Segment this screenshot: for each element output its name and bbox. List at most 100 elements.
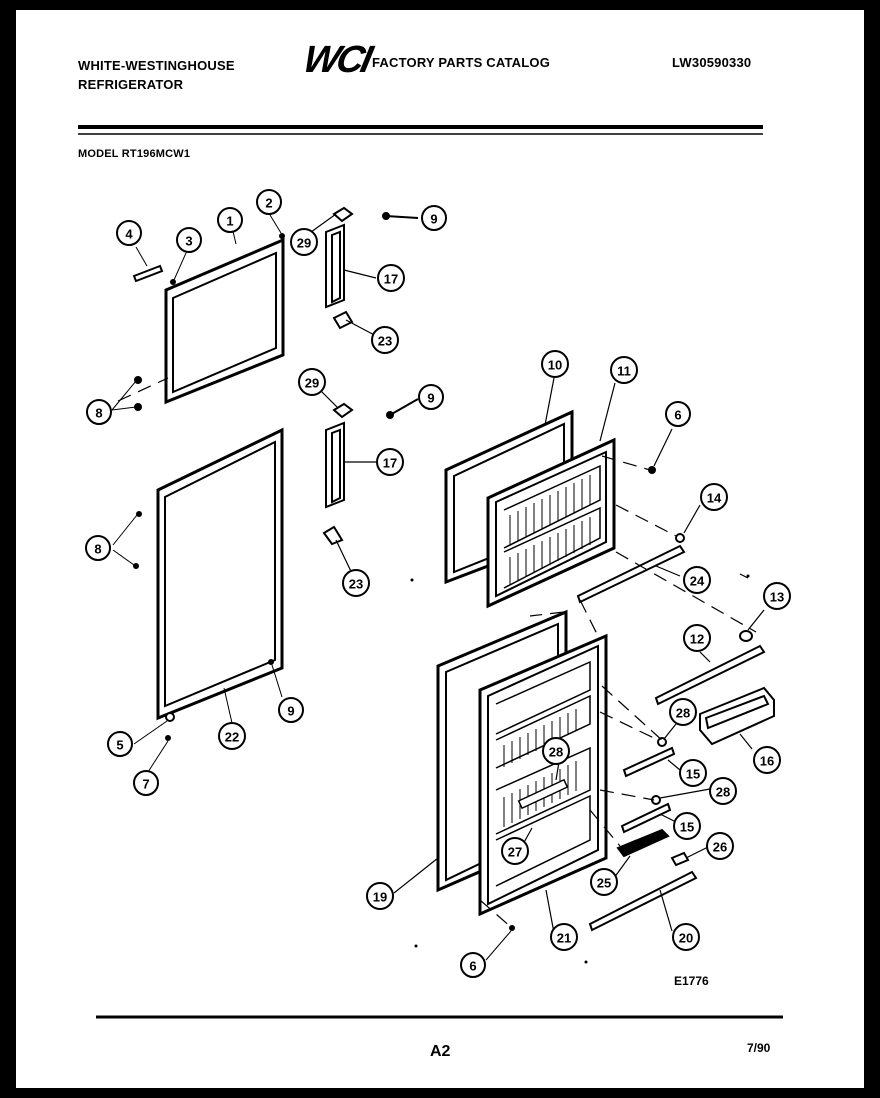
svg-text:8: 8 bbox=[95, 406, 102, 421]
callout-3: 3 bbox=[176, 227, 202, 253]
svg-text:3: 3 bbox=[185, 234, 192, 249]
hinge-strip-upper bbox=[325, 206, 354, 330]
callout-15-upper: 15 bbox=[679, 759, 707, 787]
catalog-title: FACTORY PARTS CATALOG bbox=[372, 55, 551, 70]
svg-text:11: 11 bbox=[617, 364, 631, 379]
model-number: MODEL RT196MCW1 bbox=[78, 148, 191, 160]
callout-29-upper: 29 bbox=[290, 228, 318, 256]
callout-16: 16 bbox=[753, 746, 781, 774]
callout-5: 5 bbox=[107, 731, 133, 757]
callout-7: 7 bbox=[133, 770, 159, 796]
svg-text:10: 10 bbox=[548, 358, 562, 373]
shelf-rails-15 bbox=[620, 737, 676, 834]
fresh-food-door-liner-21 bbox=[478, 633, 608, 917]
drawing-id: E1776 bbox=[674, 974, 709, 988]
svg-text:9: 9 bbox=[427, 391, 434, 406]
callout-10: 10 bbox=[541, 350, 569, 378]
freezer-shelf-24 bbox=[576, 466, 686, 604]
screws-9 bbox=[382, 212, 419, 419]
svg-text:28: 28 bbox=[716, 785, 730, 800]
svg-text:12: 12 bbox=[690, 632, 704, 647]
part-4-handle-cap bbox=[132, 264, 164, 283]
callout-17-upper: 17 bbox=[377, 264, 405, 292]
svg-text:19: 19 bbox=[373, 890, 387, 905]
brand-line-2: REFRIGERATOR bbox=[78, 77, 184, 92]
handle-16 bbox=[699, 686, 775, 746]
svg-text:4: 4 bbox=[125, 227, 133, 242]
callout-17-lower: 17 bbox=[376, 448, 404, 476]
callout-1: 1 bbox=[217, 207, 243, 233]
callout-11: 11 bbox=[610, 356, 638, 384]
svg-text:20: 20 bbox=[679, 931, 693, 946]
callout-23-upper: 23 bbox=[371, 326, 399, 354]
svg-text:26: 26 bbox=[713, 840, 727, 855]
svg-text:17: 17 bbox=[383, 456, 397, 471]
svg-text:17: 17 bbox=[384, 272, 398, 287]
svg-text:27: 27 bbox=[508, 845, 522, 860]
svg-text:9: 9 bbox=[430, 212, 437, 227]
hinge-strip-lower bbox=[322, 402, 354, 546]
svg-text:28: 28 bbox=[676, 706, 690, 721]
svg-text:7: 7 bbox=[142, 777, 149, 792]
catalog-number: LW30590330 bbox=[672, 55, 752, 70]
callout-20: 20 bbox=[672, 923, 700, 951]
screws-8-upper bbox=[111, 376, 142, 411]
bar-20 bbox=[588, 870, 698, 932]
callout-22: 22 bbox=[218, 722, 246, 750]
callout-23-lower: 23 bbox=[342, 569, 370, 597]
svg-text:14: 14 bbox=[707, 491, 722, 506]
callout-29-lower: 29 bbox=[298, 368, 326, 396]
svg-text:25: 25 bbox=[597, 876, 611, 891]
callout-8-upper: 8 bbox=[86, 399, 112, 425]
svg-text:13: 13 bbox=[770, 590, 784, 605]
callout-14: 14 bbox=[700, 483, 728, 511]
clip-26 bbox=[670, 851, 690, 867]
callout-8-lower: 8 bbox=[85, 535, 111, 561]
callout-6-upper: 6 bbox=[665, 401, 691, 427]
freezer-gasket-frame bbox=[164, 237, 285, 405]
svg-text:22: 22 bbox=[225, 730, 239, 745]
callout-9-gasket: 9 bbox=[278, 697, 304, 723]
svg-text:8: 8 bbox=[94, 542, 101, 557]
revision-date: 7/90 bbox=[747, 1041, 771, 1055]
callout-9-upper: 9 bbox=[421, 205, 447, 231]
svg-text:15: 15 bbox=[680, 820, 694, 835]
svg-text:6: 6 bbox=[469, 959, 476, 974]
callout-9-lower: 9 bbox=[418, 384, 444, 410]
callout-12: 12 bbox=[683, 624, 711, 652]
callout-4: 4 bbox=[116, 220, 142, 246]
brand-line-1: WHITE-WESTINGHOUSE bbox=[78, 58, 235, 73]
callout-15-lower: 15 bbox=[673, 812, 701, 840]
bin-25 bbox=[616, 828, 670, 858]
scan-specks bbox=[12, 188, 750, 964]
callout-24: 24 bbox=[683, 566, 711, 594]
callout-28-top: 28 bbox=[669, 698, 697, 726]
page-number: A2 bbox=[430, 1043, 451, 1060]
header-rule bbox=[78, 125, 763, 135]
door-bar-12 bbox=[654, 630, 766, 706]
assembly-guide-lines bbox=[117, 377, 757, 929]
screws-8-lower-gasket bbox=[112, 511, 283, 773]
screw-6-bottom bbox=[485, 925, 515, 961]
callout-25: 25 bbox=[590, 868, 618, 896]
svg-text:15: 15 bbox=[686, 767, 700, 782]
callout-28-right: 28 bbox=[709, 777, 737, 805]
svg-text:24: 24 bbox=[690, 574, 705, 589]
svg-text:16: 16 bbox=[760, 754, 774, 769]
freezer-door-liner-11 bbox=[486, 437, 616, 609]
svg-text:23: 23 bbox=[349, 577, 363, 592]
svg-text:29: 29 bbox=[305, 376, 319, 391]
callout-13: 13 bbox=[763, 582, 791, 610]
svg-text:9: 9 bbox=[287, 704, 294, 719]
svg-text:21: 21 bbox=[557, 931, 571, 946]
svg-text:2: 2 bbox=[265, 196, 272, 211]
svg-text:28: 28 bbox=[549, 745, 563, 760]
callout-6-bottom: 6 bbox=[460, 952, 486, 978]
svg-text:1: 1 bbox=[226, 214, 233, 229]
callout-21: 21 bbox=[550, 923, 578, 951]
svg-text:23: 23 bbox=[378, 334, 392, 349]
callout-28-center: 28 bbox=[542, 737, 570, 765]
svg-text:6: 6 bbox=[674, 408, 681, 423]
svg-text:29: 29 bbox=[297, 236, 311, 251]
